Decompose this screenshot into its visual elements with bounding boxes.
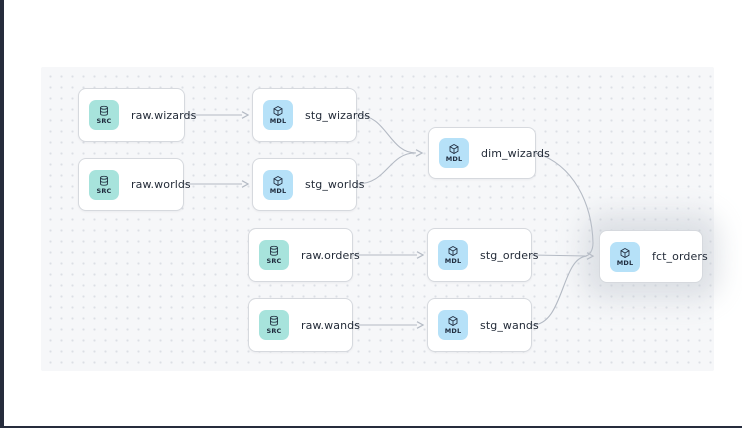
database-icon [270,245,278,256]
edge-stg-wands-fct-orders [531,255,587,326]
cube-icon [449,144,459,154]
badge-label: MDL [444,257,462,265]
cube-icon [448,246,458,256]
model-badge: MDL [610,241,640,272]
cube-icon [273,106,283,116]
source-badge: SRC [89,169,119,200]
node-dim-wizards[interactable]: MDL dim_wizards [428,127,550,179]
node-stg-orders[interactable]: MDL stg_orders [427,228,538,282]
node-stg-worlds[interactable]: MDL stg_worlds [252,158,364,211]
badge-label: MDL [445,155,463,163]
node-label: dim_wizards [481,146,550,160]
edge-stg-worlds-dim-wizards [356,152,416,185]
database-icon [100,175,108,186]
node-label: raw.orders [301,248,360,262]
node-stg-wizards[interactable]: MDL stg_wizards [252,88,370,142]
edge-dim-wizards-fct-orders [535,152,594,257]
node-label: raw.wands [301,318,361,332]
edge-stg-orders-fct-orders [531,252,595,260]
node-fct-orders[interactable]: MDL fct_orders [599,230,708,283]
model-badge: MDL [439,138,469,168]
badge-label: SRC [266,257,282,265]
node-label: fct_orders [652,250,708,263]
node-label: raw.worlds [131,178,191,191]
badge-label: MDL [269,117,287,125]
node-stg-wands[interactable]: MDL stg_wands [427,298,539,352]
window-left-edge [0,0,4,428]
cube-icon [620,247,630,258]
node-label: stg_worlds [305,178,365,191]
source-badge: SRC [259,240,289,270]
model-badge: MDL [438,310,468,340]
node-label: stg_orders [480,248,539,262]
cube-icon [448,316,458,326]
node-raw-wands[interactable]: SRC raw.wands [248,298,360,352]
badge-label: MDL [616,258,634,267]
badge-label: MDL [269,186,287,195]
source-badge: SRC [89,100,119,130]
node-raw-worlds[interactable]: SRC raw.worlds [78,158,191,211]
node-label: raw.wizards [131,108,197,122]
source-badge: SRC [259,310,289,340]
model-badge: MDL [263,169,293,200]
cube-icon [273,175,283,186]
model-badge: MDL [438,240,468,270]
window-bottom-edge [0,426,742,428]
badge-label: MDL [444,327,462,335]
database-icon [100,105,108,116]
badge-label: SRC [96,186,112,195]
node-raw-orders[interactable]: SRC raw.orders [248,228,360,282]
model-badge: MDL [263,100,293,130]
badge-label: SRC [96,117,112,125]
node-raw-wizards[interactable]: SRC raw.wizards [78,88,196,142]
badge-label: SRC [266,327,282,335]
lineage-canvas[interactable]: SRC raw.wizards MDL stg_wizards SRC raw.… [41,67,714,371]
database-icon [270,315,278,326]
node-label: stg_wizards [305,108,371,122]
node-label: stg_wands [480,318,539,332]
